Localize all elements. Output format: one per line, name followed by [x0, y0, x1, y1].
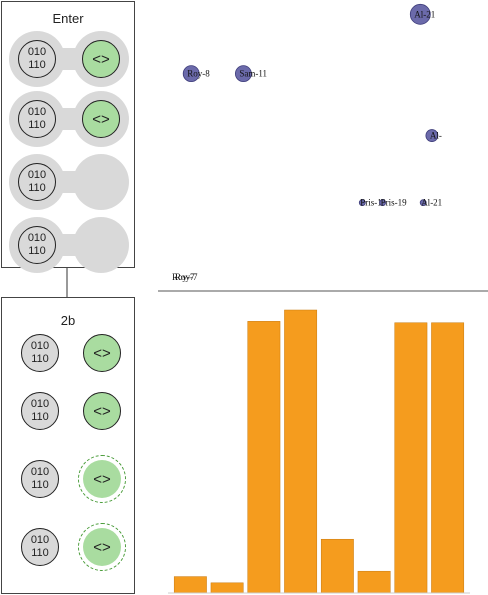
- code-circle: <>: [82, 40, 120, 78]
- dashed-ring: [78, 455, 126, 503]
- binary-line: 110: [28, 245, 46, 257]
- bar: [173, 576, 207, 594]
- scatter-point: [419, 199, 427, 207]
- binary-line: 110: [31, 353, 49, 365]
- code-symbol: <>: [93, 538, 111, 556]
- code-symbol: <>: [93, 344, 111, 362]
- scatter-point: [425, 129, 439, 142]
- scatter-point-label: Al-: [430, 131, 442, 141]
- scatter-bottom-label-overlap: Roy-7: [175, 272, 198, 282]
- binary-line: 110: [31, 547, 49, 559]
- binary-line: 110: [31, 479, 49, 491]
- scatter-point-label: Pris-1: [360, 198, 382, 208]
- binary-line: 110: [31, 411, 49, 423]
- step-label: 2b: [60, 313, 76, 328]
- code-circle: <>: [83, 334, 121, 372]
- enter-title: Enter: [52, 11, 84, 26]
- code-circle: <>: [83, 528, 121, 566]
- bar: [320, 538, 354, 594]
- scatter-point-label: Sam-11: [239, 69, 267, 79]
- binary-line: 010: [27, 169, 47, 181]
- scatter-bottom-label: Roy-7: [172, 272, 195, 282]
- binary-line: 110: [28, 119, 46, 131]
- code-circle: <>: [83, 460, 121, 498]
- scatter-point-label: Al-21: [421, 198, 442, 208]
- scatter-point: [182, 65, 200, 83]
- connector-arrow: [63, 268, 71, 306]
- code-symbol: <>: [92, 50, 110, 68]
- code-circle: <>: [83, 392, 121, 430]
- binary-line: 010: [27, 106, 47, 118]
- scatter-point-label: Pris-19: [381, 198, 408, 208]
- binary-line: 010: [27, 46, 47, 58]
- binary-line: 010: [30, 340, 50, 352]
- bar-chart: [168, 309, 470, 594]
- code-symbol: <>: [92, 110, 110, 128]
- bar: [247, 321, 281, 594]
- scatter-point-label: Al-21: [414, 9, 435, 19]
- code-symbol: <>: [93, 470, 111, 488]
- binary-line: 110: [28, 59, 46, 71]
- bar: [394, 322, 428, 594]
- binary-line: 010: [30, 534, 50, 546]
- scatter-point-label: Roy-8: [187, 69, 210, 79]
- scatter-point: [379, 199, 387, 207]
- binary-line: 110: [28, 182, 46, 194]
- dashed-ring: [78, 523, 126, 571]
- bar: [431, 322, 465, 594]
- binary-line: 010: [30, 466, 50, 478]
- bar: [284, 309, 318, 594]
- binary-line: 010: [27, 232, 47, 244]
- code-circle: <>: [82, 100, 120, 138]
- scatter-point: [235, 65, 252, 83]
- binary-line: 010: [30, 398, 50, 410]
- code-symbol: <>: [93, 402, 111, 420]
- scatter-point: [409, 3, 431, 25]
- bar: [357, 570, 391, 594]
- scatter-point: [358, 199, 366, 207]
- bar: [210, 582, 244, 594]
